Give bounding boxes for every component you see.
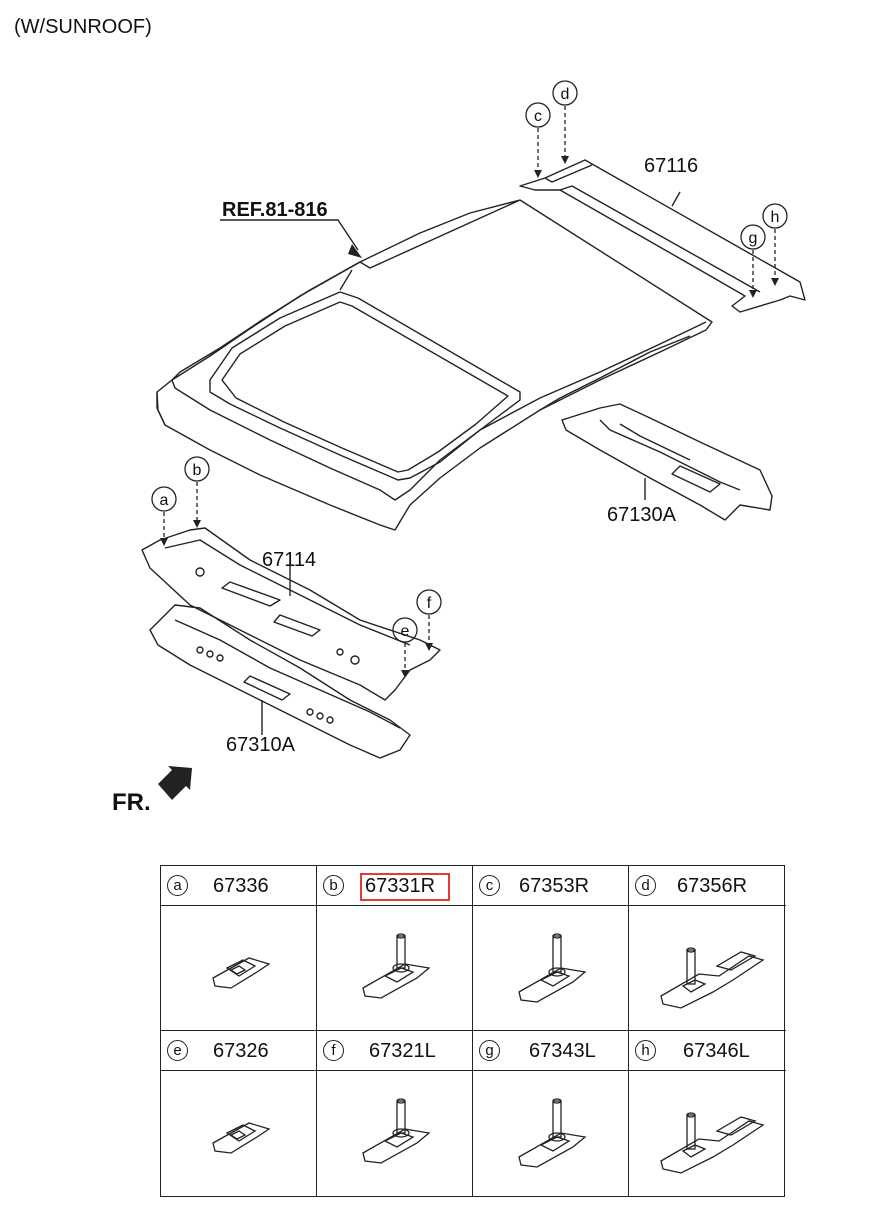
- fastener-table: a 67336 b 67331R c 67353R d 67356R e: [160, 865, 786, 1197]
- part-number-g: 67343L: [529, 1040, 596, 1062]
- letter-b: b: [323, 875, 344, 896]
- stud-bracket-icon: [660, 1112, 765, 1174]
- callout-a: a: [160, 492, 169, 509]
- stud-clip-icon: [518, 1098, 587, 1168]
- rear-header-67116: [519, 159, 806, 313]
- highlight-box: [360, 873, 450, 901]
- table-cell-a-image: [161, 906, 317, 1031]
- part-label-67114: 67114: [262, 549, 316, 571]
- callout-f: f: [427, 595, 432, 612]
- letter-g: g: [479, 1040, 500, 1061]
- variant-header: (W/SUNROOF): [14, 16, 152, 38]
- letter-e: e: [167, 1040, 188, 1061]
- stud-clip-icon: [362, 1098, 431, 1164]
- letter-c: c: [479, 875, 500, 896]
- callout-g: g: [749, 230, 758, 247]
- table-cell-b-image: [317, 906, 473, 1031]
- roof-exploded-diagram: c d g h a b e f REF.81-816 67116 67130A …: [112, 80, 806, 816]
- part-number-b: 67331R: [365, 875, 436, 897]
- stud-bracket-icon: [660, 947, 765, 1009]
- front-header-67114: [141, 527, 441, 701]
- sunroof-opening: [209, 291, 521, 481]
- stud-clip-icon: [362, 933, 431, 999]
- table-cell-f-header: f 67321L: [317, 1031, 473, 1071]
- table-cell-g-image: [473, 1071, 629, 1196]
- part-number-f: 67321L: [369, 1040, 436, 1062]
- callout-e: e: [401, 623, 410, 640]
- callout-d: d: [561, 86, 570, 103]
- part-number-c: 67353R: [519, 875, 590, 897]
- table-cell-d-header: d 67356R: [629, 866, 786, 906]
- callout-h: h: [771, 209, 780, 226]
- rear-rail-67130A: [561, 403, 773, 521]
- table-cell-a-header: a 67336: [161, 866, 317, 906]
- table-cell-h-image: [629, 1071, 786, 1196]
- table-cell-f-image: [317, 1071, 473, 1196]
- callout-c: c: [534, 108, 542, 125]
- table-cell-d-image: [629, 906, 786, 1031]
- letter-d: d: [635, 875, 656, 896]
- part-label-67130A: 67130A: [607, 504, 677, 526]
- table-cell-c-header: c 67353R: [473, 866, 629, 906]
- front-label: FR.: [112, 789, 151, 816]
- front-rail-67310A: [149, 604, 411, 759]
- letter-a: a: [167, 875, 188, 896]
- clip-plain-icon: [212, 957, 271, 989]
- front-arrow-icon: [158, 766, 192, 800]
- letter-f: f: [323, 1040, 344, 1061]
- roof-panel: [156, 199, 713, 531]
- part-number-a: 67336: [213, 875, 269, 897]
- callout-b: b: [193, 462, 202, 479]
- clip-plain-icon: [212, 1122, 271, 1154]
- part-number-e: 67326: [213, 1040, 269, 1062]
- ref-label: REF.81-816: [222, 199, 328, 221]
- table-cell-e-header: e 67326: [161, 1031, 317, 1071]
- stud-clip-icon: [518, 933, 587, 1003]
- part-number-d: 67356R: [677, 875, 748, 897]
- part-label-67310A: 67310A: [226, 734, 296, 756]
- table-cell-h-header: h 67346L: [629, 1031, 786, 1071]
- table-cell-c-image: [473, 906, 629, 1031]
- table-cell-g-header: g 67343L: [473, 1031, 629, 1071]
- part-label-67116: 67116: [644, 155, 698, 177]
- table-cell-b-header: b 67331R: [317, 866, 473, 906]
- letter-h: h: [635, 1040, 656, 1061]
- part-number-h: 67346L: [683, 1040, 750, 1062]
- table-cell-e-image: [161, 1071, 317, 1196]
